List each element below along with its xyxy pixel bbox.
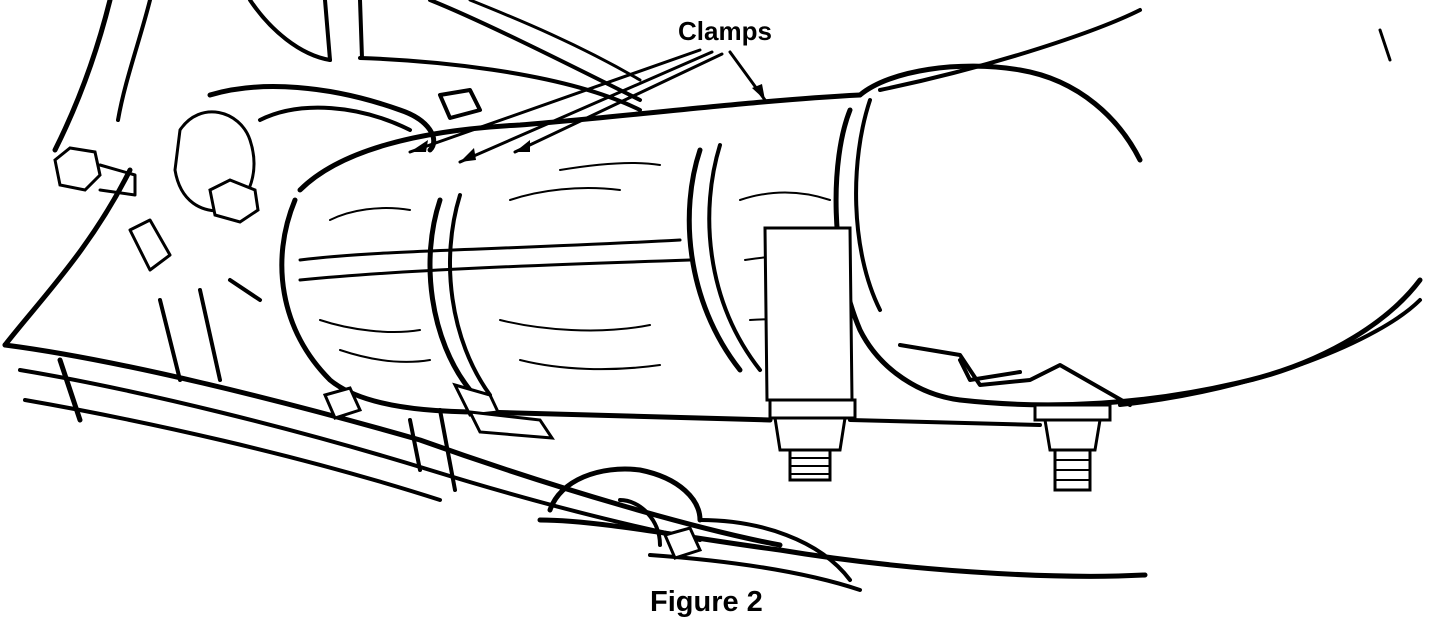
frame-rail: [2, 278, 783, 548]
clamps-callout-label: Clamps: [678, 16, 772, 46]
figure-caption: Figure 2: [650, 586, 763, 618]
bracket-stud-right: [1033, 403, 1112, 492]
callout-leaders: [408, 48, 767, 164]
bolt-head: [53, 110, 260, 272]
bracket-stud-left: [768, 398, 857, 482]
hose: [279, 92, 863, 423]
hose-clamp-front: [322, 382, 555, 440]
bracket: [763, 226, 1132, 427]
lower-tube: [537, 466, 1148, 592]
